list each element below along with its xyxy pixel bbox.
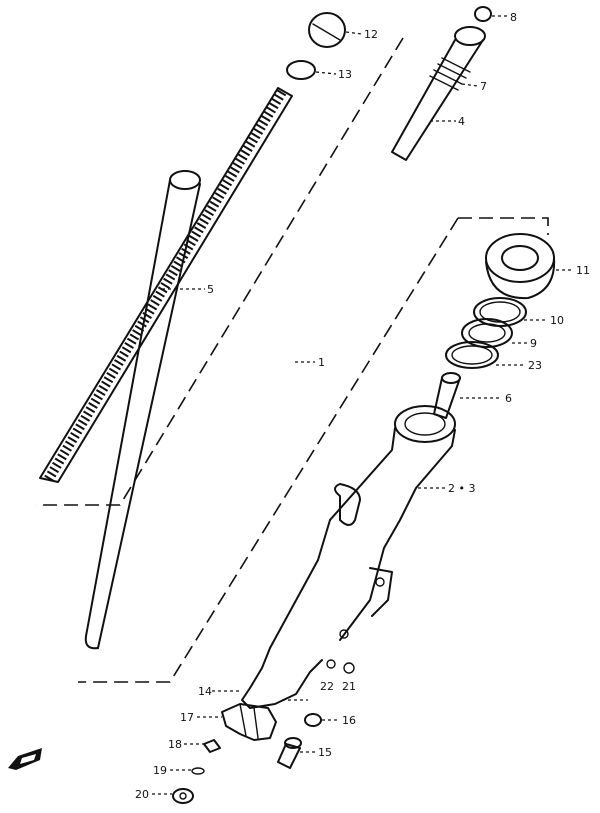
part-22-21-screws — [326, 659, 355, 674]
label-22: 22 — [320, 680, 334, 693]
label-6: 6 — [505, 392, 512, 405]
part-19-washer — [170, 767, 205, 775]
label-20: 20 — [135, 788, 149, 801]
part-16-washer — [304, 713, 340, 727]
part-9-oil-seal — [461, 318, 528, 348]
part-5-spring — [39, 87, 293, 483]
part-18-nut — [184, 739, 221, 753]
spring-group-bracket — [36, 37, 404, 506]
part-4-damper-rod — [391, 26, 486, 161]
label-1: 1 — [318, 356, 325, 369]
label-19: 19 — [153, 764, 167, 777]
label-17: 17 — [180, 711, 194, 724]
label-18: 18 — [168, 738, 182, 751]
label-23: 23 — [528, 359, 542, 372]
label-13: 13 — [338, 68, 352, 81]
label-16: 16 — [342, 714, 356, 727]
part-6-cylinder-base — [433, 372, 500, 419]
part-11-dust-seal — [485, 233, 574, 300]
label-7: 7 — [480, 80, 487, 93]
label-10: 10 — [550, 314, 564, 327]
label-9: 9 — [530, 337, 537, 350]
part-15-bolt — [277, 737, 316, 769]
part-23-washer — [445, 341, 526, 369]
label-11: 11 — [576, 264, 590, 277]
part-1-inner-tube — [84, 170, 315, 650]
front-arrow-icon — [8, 748, 42, 770]
part-10-circlip — [473, 297, 548, 327]
label-4: 4 — [458, 115, 465, 128]
label-15: 15 — [318, 746, 332, 759]
part-13-ring — [286, 60, 337, 80]
label-8: 8 — [510, 11, 517, 24]
label-2-3: 2 • 3 — [448, 482, 475, 495]
label-12: 12 — [364, 28, 378, 41]
label-21: 21 — [342, 680, 356, 693]
part-12-cap — [308, 12, 363, 48]
part-2-3-outer-tube — [241, 405, 456, 709]
label-5: 5 — [207, 283, 214, 296]
part-20-nut — [152, 788, 194, 804]
label-14: 14 — [198, 685, 212, 698]
part-14-17-axle-holder — [197, 690, 308, 741]
tube-group-bracket — [78, 217, 549, 683]
part-8-nut — [474, 6, 508, 22]
